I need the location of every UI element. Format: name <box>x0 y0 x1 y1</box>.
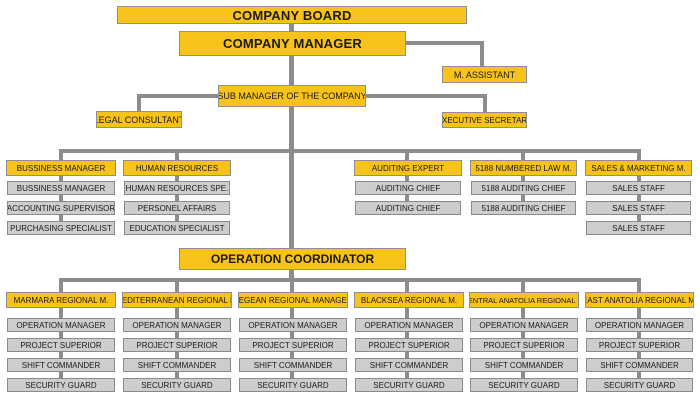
region-title: AEGEAN REGIONAL MANAGER <box>238 292 348 308</box>
staff-box: SHIFT COMMANDER <box>355 358 463 372</box>
staff-box: SHIFT COMMANDER <box>470 358 578 372</box>
staff-box: OPERATION MANAGER <box>7 318 115 332</box>
department-title: AUDITING EXPERT <box>354 160 462 176</box>
staff-box: PROJECT SUPERIOR <box>239 338 347 352</box>
staff-box: PERSONEL AFFAIRS <box>124 201 230 215</box>
staff-box: OPERATION MANAGER <box>355 318 463 332</box>
staff-box: SALES STAFF <box>586 201 691 215</box>
department-title: BUSSINESS MANAGER <box>6 160 116 176</box>
staff-box: SECURITY GUARD <box>586 378 693 392</box>
staff-box: 5188 AUDITING CHIEF <box>471 181 576 195</box>
region-title: MARMARA REGIONAL M. <box>6 292 116 308</box>
staff-box: HUMAN RESOURCES SPE. <box>124 181 230 195</box>
staff-box: SECURITY GUARD <box>470 378 578 392</box>
staff-box: OPERATION MANAGER <box>470 318 578 332</box>
staff-box: SHIFT COMMANDER <box>586 358 693 372</box>
staff-box: SALES STAFF <box>586 181 691 195</box>
staff-box: SECURITY GUARD <box>355 378 463 392</box>
staff-box: ACCOUNTING SUPERVISOR <box>7 201 115 215</box>
staff-box: PROJECT SUPERIOR <box>355 338 463 352</box>
operation-coordinator-box: OPERATION COORDINATOR <box>179 248 406 270</box>
company-board-box: COMPANY BOARD <box>117 6 467 24</box>
staff-box: AUDITING CHIEF <box>355 201 461 215</box>
staff-box: SALES STAFF <box>586 221 691 235</box>
staff-box: 5188 AUDITING CHIEF <box>471 201 576 215</box>
region-title: MEDITERRANEAN REGIONAL M. <box>122 292 232 308</box>
staff-box: PURCHASING SPECIALIST <box>7 221 115 235</box>
staff-box: SECURITY GUARD <box>123 378 231 392</box>
staff-box: SECURITY GUARD <box>7 378 115 392</box>
staff-box: SHIFT COMMANDER <box>7 358 115 372</box>
department-title: SALES & MARKETING M. <box>585 160 692 176</box>
executive-secretary-box: EXECUTIVE SECRETARY <box>442 112 527 128</box>
region-title: EAST ANATOLIA REGIONAL M. <box>585 292 694 308</box>
company-manager-box: COMPANY MANAGER <box>179 31 406 56</box>
staff-box: SECURITY GUARD <box>239 378 347 392</box>
assistant-box: M. ASSISTANT <box>442 66 527 83</box>
department-title: 5188 NUMBERED LAW M. <box>470 160 577 176</box>
staff-box: OPERATION MANAGER <box>586 318 693 332</box>
staff-box: PROJECT SUPERIOR <box>7 338 115 352</box>
staff-box: EDUCATION SPECIALIST <box>124 221 230 235</box>
staff-box: OPERATION MANAGER <box>239 318 347 332</box>
sub-manager-box: SUB MANAGER OF THE COMPANY <box>218 85 366 107</box>
staff-box: PROJECT SUPERIOR <box>586 338 693 352</box>
legal-consultant-box: LEGAL CONSULTANT <box>96 111 182 128</box>
staff-box: SHIFT COMMANDER <box>123 358 231 372</box>
staff-box: PROJECT SUPERIOR <box>123 338 231 352</box>
staff-box: BUSSINESS MANAGER <box>7 181 115 195</box>
staff-box: SHIFT COMMANDER <box>239 358 347 372</box>
staff-box: AUDITING CHIEF <box>355 181 461 195</box>
region-title: CENTRAL ANATOLIA REGIONAL M. <box>469 292 579 308</box>
department-title: HUMAN RESOURCES <box>123 160 231 176</box>
staff-box: OPERATION MANAGER <box>123 318 231 332</box>
region-title: BLACKSEA REGIONAL M. <box>354 292 464 308</box>
staff-box: PROJECT SUPERIOR <box>470 338 578 352</box>
